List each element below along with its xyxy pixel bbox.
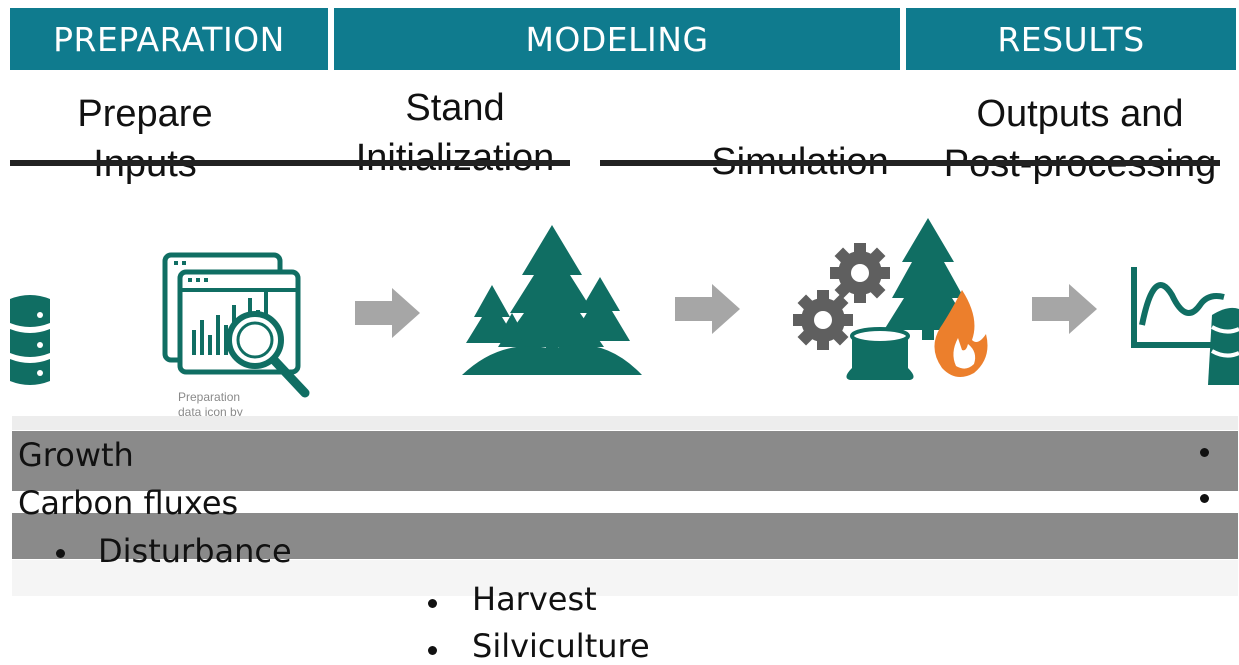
output-chart-icon — [1131, 267, 1239, 385]
stage-prepare-inputs: Prepare Inputs — [50, 92, 240, 186]
stage-outputs: Outputs and Post-processing — [930, 92, 1230, 186]
bullet-dot — [56, 549, 65, 558]
bullet-dot — [428, 646, 437, 655]
arrow-right-icon — [675, 284, 740, 334]
bullet-carbon-fluxes: Carbon fluxes — [18, 484, 239, 522]
bullet-growth: Growth — [18, 436, 134, 474]
band-preparation-label: PREPARATION — [53, 19, 285, 59]
stage-stand-line1: Stand — [405, 87, 505, 129]
overlap-band — [12, 416, 1238, 430]
arrow-right-icon — [1032, 284, 1097, 334]
band-results-label: RESULTS — [997, 19, 1145, 59]
simulation-gears-tree-fire-icon — [793, 218, 988, 380]
forest-icon — [462, 225, 642, 375]
stage-stand-initialization: Stand Initialization — [330, 86, 580, 180]
bullet-dot — [1200, 448, 1209, 457]
icon-credit-line2: data icon by — [178, 405, 243, 419]
icon-credit: Preparation data icon by — [178, 390, 243, 420]
bullet-dot — [428, 599, 437, 608]
overlap-band — [12, 431, 1238, 491]
band-modeling-label: MODELING — [525, 19, 709, 59]
bullet-disturbance: Disturbance — [98, 532, 292, 570]
overlap-band — [12, 513, 1238, 559]
arrow-right-icon — [355, 288, 420, 338]
bullet-dot — [1200, 494, 1209, 503]
database-icon — [10, 295, 50, 385]
band-modeling: MODELING — [334, 8, 900, 70]
band-results: RESULTS — [906, 8, 1236, 70]
overlap-strike — [10, 160, 570, 166]
overlap-strike — [600, 160, 1220, 166]
stage-outputs-line1: Outputs and — [976, 93, 1184, 135]
bullet-silviculture: Silviculture — [472, 627, 650, 665]
overlap-band — [12, 560, 1238, 596]
stage-prepare-line1: Prepare — [77, 93, 213, 135]
data-preparation-icon — [162, 252, 310, 398]
band-preparation: PREPARATION — [10, 8, 328, 70]
bullet-harvest: Harvest — [472, 580, 597, 618]
icon-credit-line1: Preparation — [178, 390, 241, 404]
stage-stand-line2: Initialization — [355, 137, 555, 179]
